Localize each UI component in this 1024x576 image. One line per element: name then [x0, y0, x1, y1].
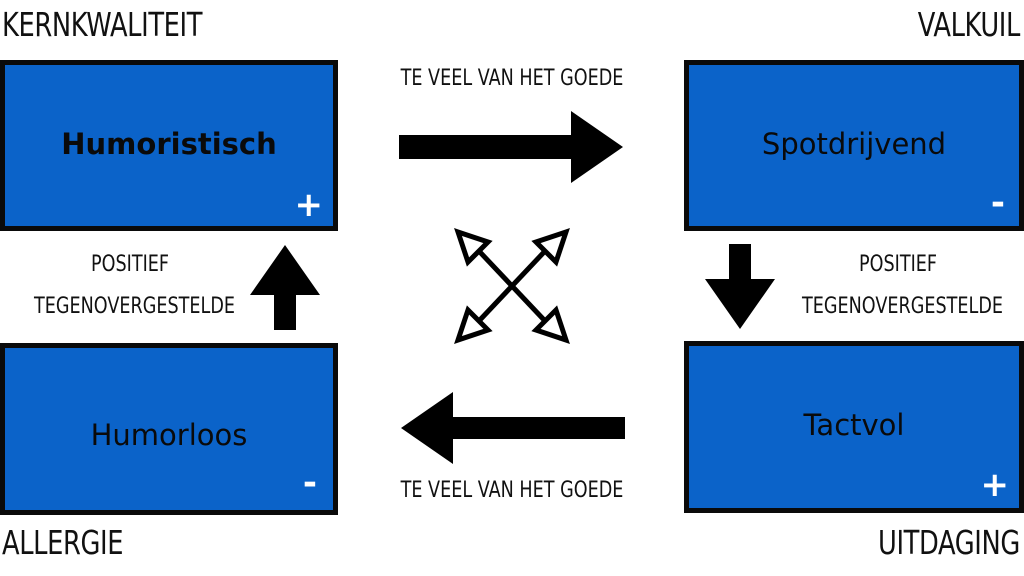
caption-te-veel-bottom: TE VEEL VAN HET GOEDE — [400, 478, 624, 503]
plus-sign: + — [294, 185, 324, 225]
caption-tegenovergestelde-right: TEGENOVERGESTELDE — [802, 294, 1004, 319]
caption-positief-right: POSITIEF — [858, 252, 938, 277]
caption-te-veel-top: TE VEEL VAN HET GOEDE — [400, 66, 624, 91]
minus-sign: - — [990, 183, 1005, 223]
corner-label-kernkwaliteit: KERNKWALITEIT — [2, 5, 203, 44]
box-valkuil: Spotdrijvend - — [684, 60, 1024, 231]
caption-positief-left: POSITIEF — [90, 252, 170, 277]
caption-tegenovergestelde-left: TEGENOVERGESTELDE — [34, 294, 236, 319]
plus-sign: + — [980, 465, 1010, 505]
arrow-right-icon — [399, 111, 623, 183]
box-label-humoristisch: Humoristisch — [61, 127, 277, 161]
arrow-up-icon — [250, 245, 320, 330]
box-label-tactvol: Tactvol — [803, 408, 905, 442]
arrow-left-icon — [401, 392, 625, 464]
box-uitdaging: Tactvol + — [684, 341, 1024, 513]
box-allergie: Humorloos - — [0, 343, 338, 515]
cross-arrows-icon — [454, 228, 570, 344]
arrow-down-icon — [705, 244, 775, 329]
corner-label-allergie: ALLERGIE — [2, 523, 124, 562]
minus-sign: - — [302, 463, 317, 503]
box-label-spotdrijvend: Spotdrijvend — [761, 127, 947, 161]
box-label-humorloos: Humorloos — [90, 418, 248, 452]
box-kernkwaliteit: Humoristisch + — [0, 60, 338, 231]
corner-label-valkuil: VALKUIL — [917, 5, 1021, 44]
corner-label-uitdaging: UITDAGING — [878, 523, 1020, 562]
